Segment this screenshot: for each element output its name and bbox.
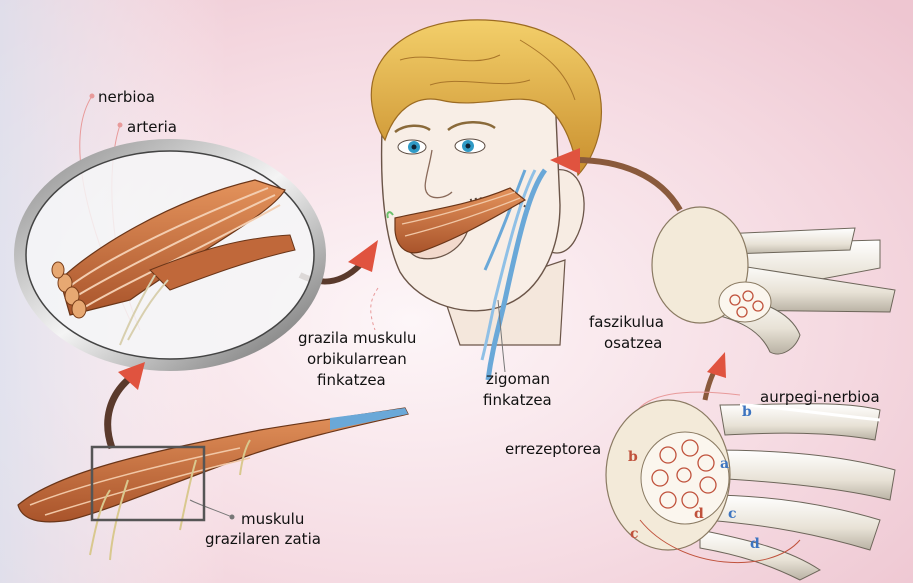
- fascicle-letter-a-cable: a: [720, 455, 729, 473]
- fascicle-letter-d-cable: d: [750, 535, 760, 553]
- label-arteria: arteria: [127, 118, 177, 136]
- fascicle-letter-b-core: b: [628, 448, 638, 466]
- fascicle-letter-c-cable: c: [728, 505, 737, 523]
- label-grazila-1: grazila muskulu: [298, 329, 416, 347]
- magnifier-illustration: [20, 145, 320, 365]
- fascicle-letter-d-core: d: [694, 505, 704, 523]
- label-faszikulua-1: faszikulua: [589, 313, 664, 331]
- label-grazila-2: orbikularrean: [307, 350, 407, 368]
- label-muskulu-2: grazilaren zatia: [205, 530, 321, 548]
- label-zigoman-1: zigoman: [486, 370, 550, 388]
- fascicle-letter-c-core: c: [630, 525, 639, 543]
- label-faszikulua-2: osatzea: [604, 334, 662, 352]
- label-zigoman-2: finkatzea: [483, 391, 552, 409]
- label-grazila-3: finkatzea: [317, 371, 386, 389]
- label-muskulu-1: muskulu: [241, 510, 304, 528]
- label-errezeptorea: errezeptorea: [505, 440, 601, 458]
- label-aurpegi-nerbioa: aurpegi-nerbioa: [760, 388, 880, 406]
- label-nerbioa: nerbioa: [98, 88, 155, 106]
- fascicle-letter-b-cable: b: [742, 403, 752, 421]
